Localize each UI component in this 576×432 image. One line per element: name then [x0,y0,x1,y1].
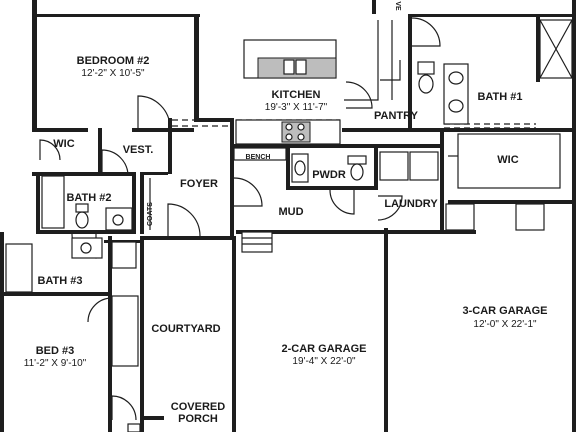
bedroom2-size: 12'-2" X 10'-5" [81,68,145,79]
room-labels: BEDROOM #2 12'-2" X 10'-5" KITCHEN 19'-3… [24,1,548,425]
vent-label: VE [394,1,401,11]
coats-name: COATS [147,202,154,226]
kitchen-size: 19'-3" X 11'-7" [265,102,328,113]
foyer-name: FOYER [180,178,218,190]
wic1-name: WIC [497,154,518,166]
kitchen-name: KITCHEN [272,89,321,101]
bed3-name: BED #3 [36,345,75,357]
pwdr-name: PWDR [312,169,346,181]
vest-name: VEST. [123,144,154,156]
pantry-name: PANTRY [374,110,419,122]
bath3-name: BATH #3 [37,275,82,287]
bath2-name: BATH #2 [66,192,111,204]
fixtures [5,19,573,432]
wic2-name: WIC [53,138,74,150]
garage3-name: 3-CAR GARAGE [463,305,548,317]
mud-name: MUD [278,206,303,218]
porch-line2: PORCH [178,413,218,425]
bath1-name: BATH #1 [477,91,522,103]
garage3-size: 12'-0" X 22'-1" [473,319,537,330]
doors [39,17,549,421]
bench-name: BENCH [246,154,271,161]
garage2-name: 2-CAR GARAGE [282,343,367,355]
garage2-size: 19'-4" X 22'-0" [292,356,356,367]
courtyard-name: COURTYARD [151,323,220,335]
bedroom2-name: BEDROOM #2 [77,55,150,67]
porch-line1: COVERED [171,401,225,413]
bed3-size: 11'-2" X 9'-10" [24,358,87,369]
laundry-name: LAUNDRY [384,198,438,210]
